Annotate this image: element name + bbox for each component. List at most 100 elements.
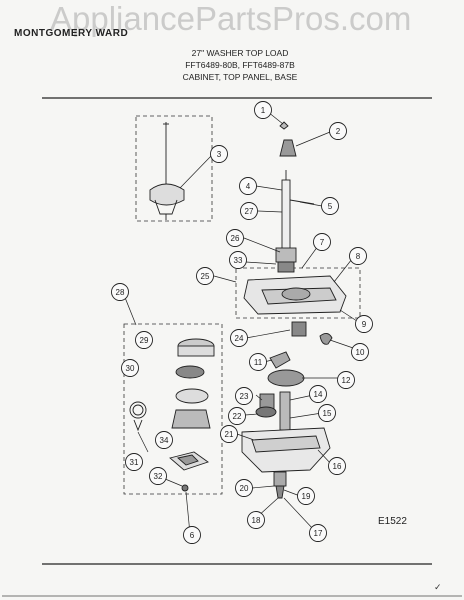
brand-name: MONTGOMERY WARD [14,28,129,39]
callout-24: 24 [230,329,248,347]
diagram-code: E1522 [378,516,407,527]
callout-8: 8 [349,247,367,265]
callout-circle [321,197,339,215]
callout-circle [235,479,253,497]
callout-circle [125,453,143,471]
callout-circle [155,431,173,449]
callout-number: 21 [225,430,234,439]
callout-1: 1 [254,101,272,119]
callout-number: 34 [160,436,169,445]
callout-circle [149,467,167,485]
callout-number: 10 [356,348,365,357]
callout-number: 27 [245,207,254,216]
callout-circle [313,233,331,251]
callout-circle [230,329,248,347]
gearcase-part [241,391,331,499]
callout-circle [309,385,327,403]
callout-circle [309,524,327,542]
callout-number: 29 [140,336,149,345]
callout-20: 20 [235,479,253,497]
callout-number: 25 [201,272,210,281]
agitator-drive-part [149,122,185,220]
callout-19: 19 [297,487,315,505]
callout-11: 11 [249,353,267,371]
callout-21: 21 [220,425,238,443]
callout-4: 4 [239,177,257,195]
callout-number: 19 [302,492,311,501]
callout-circle [329,122,347,140]
header-title: 27" WASHER TOP LOAD [191,48,289,58]
callout-circle [297,487,315,505]
callout-circle [318,404,336,422]
callout-27: 27 [240,202,258,220]
callout-circle [226,229,244,247]
callout-number: 14 [314,390,323,399]
callout-9: 9 [355,315,373,333]
callout-circle [337,371,355,389]
callout-3: 3 [210,145,228,163]
callout-28: 28 [111,283,129,301]
header-models: FFT6489-80B, FFT6489-87B [185,60,295,70]
callout-17: 17 [309,524,327,542]
group-box-3 [135,115,213,222]
callout-number: 2 [336,127,341,136]
callout-16: 16 [328,457,346,475]
callout-34: 34 [155,431,173,449]
callout-number: 5 [328,202,333,211]
callout-number: 11 [254,358,263,367]
callout-18: 18 [247,511,265,529]
callout-circle [239,177,257,195]
callout-number: 8 [356,252,361,261]
callout-number: 16 [333,462,342,471]
callout-30: 30 [121,359,139,377]
callout-circle [121,359,139,377]
callout-circle [240,202,258,220]
callout-25: 25 [196,267,214,285]
callout-number: 7 [320,238,325,247]
callout-31: 31 [125,453,143,471]
callout-number: 12 [342,376,351,385]
callout-number: 23 [240,392,249,401]
callout-23: 23 [235,387,253,405]
callout-circle [111,283,129,301]
callout-number: 18 [252,516,261,525]
seal-kit-parts [129,338,215,492]
callout-number: 6 [190,531,195,540]
callout-circle [254,101,272,119]
callout-circle [328,457,346,475]
callout-number: 22 [233,412,242,421]
callout-circle [196,267,214,285]
group-box-25 [235,267,361,319]
header-section: CABINET, TOP PANEL, BASE [182,72,298,82]
callout-number: 33 [234,256,243,265]
scan-mark: ✓ [434,582,442,592]
callout-number: 9 [362,320,367,329]
callout-number: 31 [130,458,139,467]
callout-number: 28 [116,288,125,297]
callout-circle [351,343,369,361]
callout-number: 15 [323,409,332,418]
callout-circle [247,511,265,529]
callout-number: 30 [126,364,135,373]
callout-circle [235,387,253,405]
callout-12: 12 [337,371,355,389]
callout-number: 1 [261,106,266,115]
callout-circle [220,425,238,443]
cap-part [279,121,297,157]
callout-33: 33 [229,251,247,269]
callout-22: 22 [228,407,246,425]
callout-32: 32 [149,467,167,485]
callout-10: 10 [351,343,369,361]
transmission-cover-part [243,275,347,315]
watermark: AppliancePartsPros.com [50,0,412,37]
callout-circle [210,145,228,163]
callout-29: 29 [135,331,153,349]
callout-6: 6 [183,526,201,544]
callout-number: 17 [314,529,323,538]
callout-5: 5 [321,197,339,215]
gear-parts [267,321,333,387]
callout-circle [229,251,247,269]
